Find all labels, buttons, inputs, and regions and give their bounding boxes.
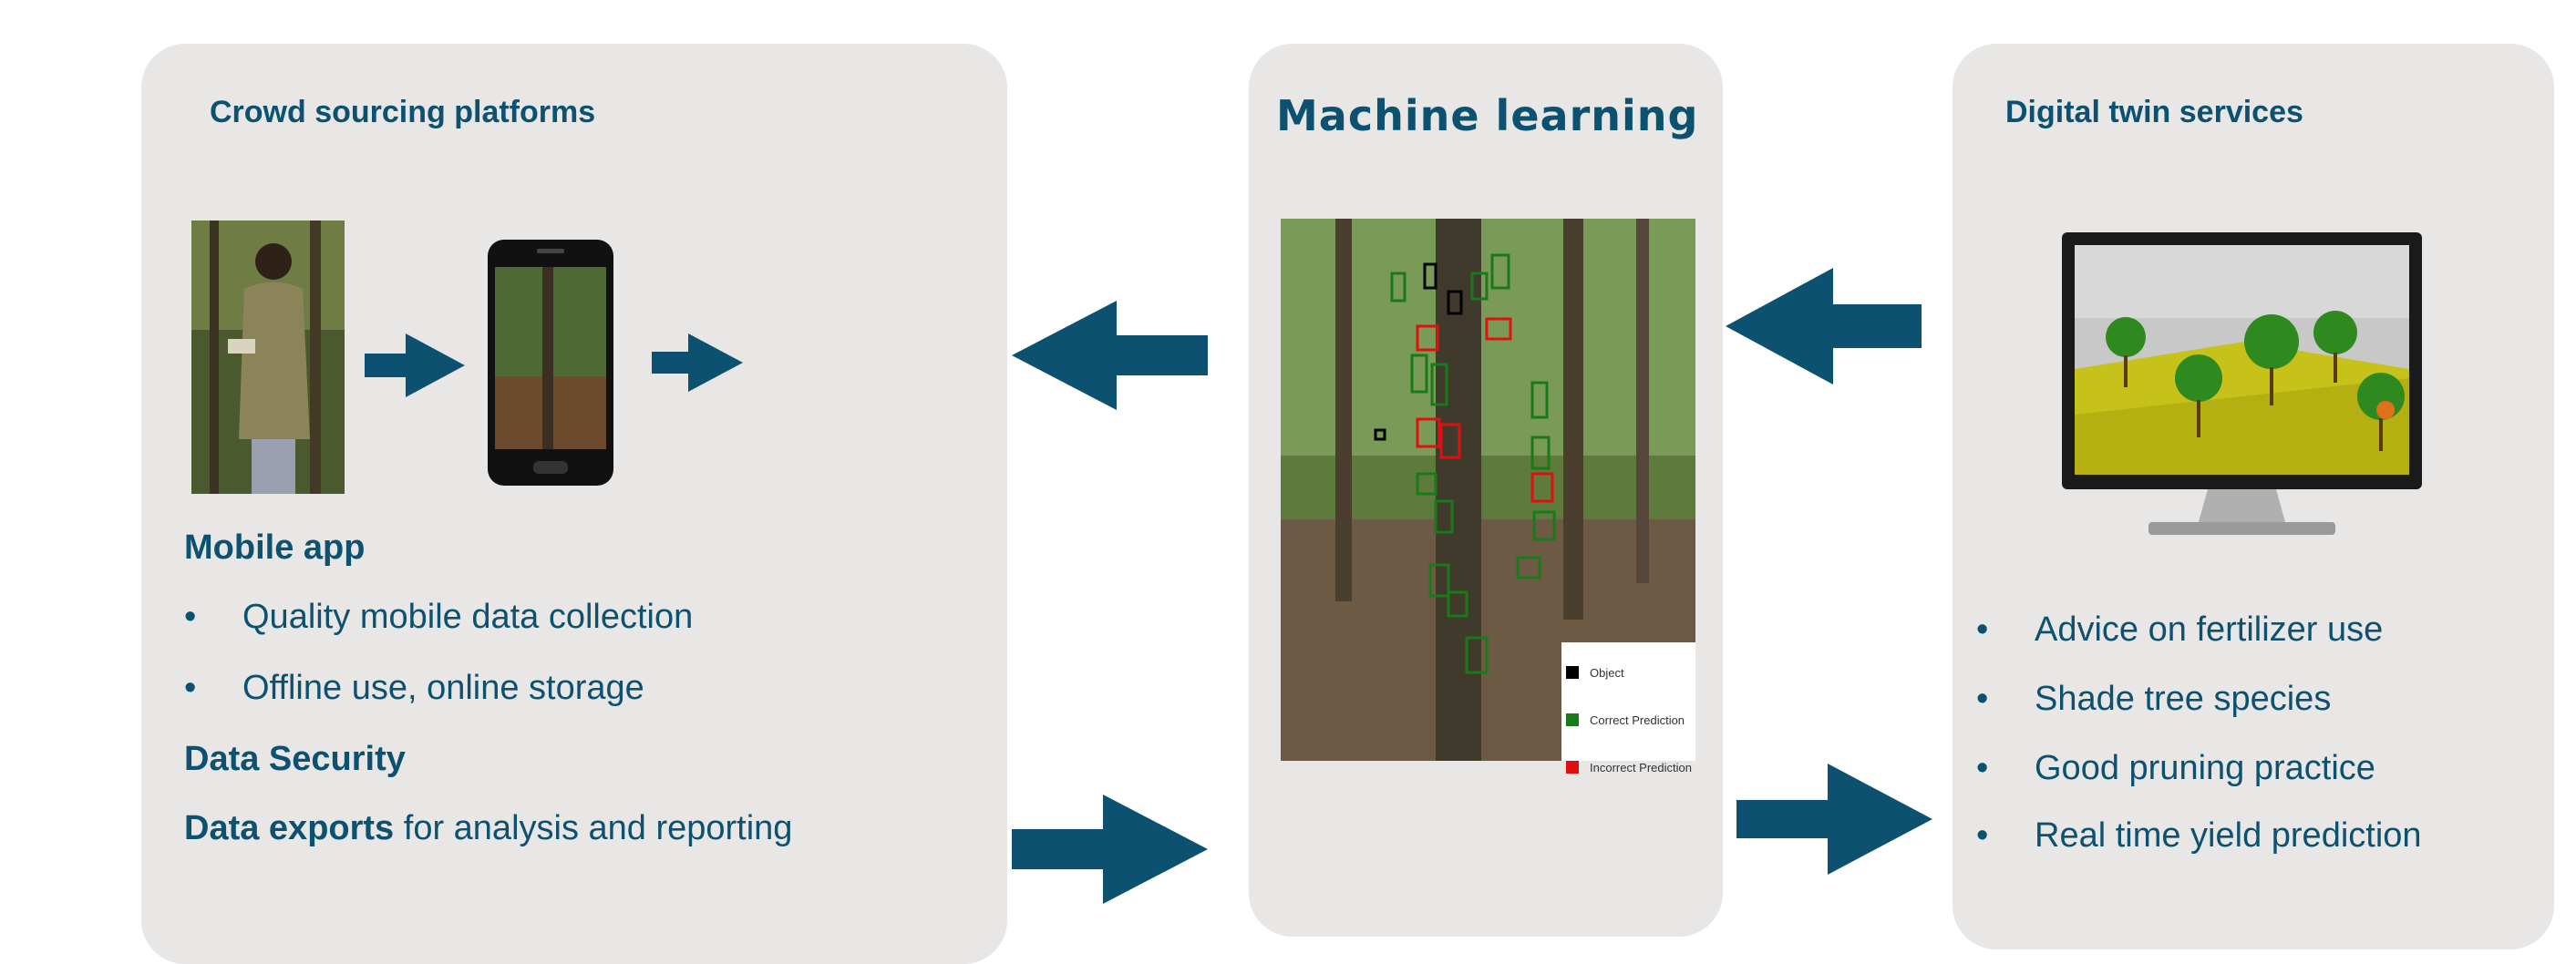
farmer-photo [191,220,345,494]
legend-item-correct: Correct Prediction [1566,696,1692,744]
legend-swatch-correct [1566,713,1579,726]
arrow-right-icon-2 [652,333,743,396]
smartphone-icon [488,240,613,486]
legend-swatch-object [1566,666,1579,679]
arrow-right-icon [365,333,465,402]
legend-swatch-incorrect [1566,761,1579,774]
twin-bullet-2: •Shade tree species [1976,680,2332,718]
legend-label-incorrect: Incorrect Prediction [1590,760,1692,774]
detection-image [1281,219,1695,761]
twin-bullet-4: •Real time yield prediction [1976,816,2422,855]
legend-label-object: Object [1590,665,1624,680]
arrow-left-icon [1012,301,1208,415]
legend-item-incorrect: Incorrect Prediction [1566,744,1692,791]
twin-bullet-3: •Good pruning practice [1976,749,2375,787]
arrow-right-icon-4 [1736,764,1932,879]
twin-bullet-1: •Advice on fertilizer use [1976,610,2384,649]
crowd-bullet-2: •Offline use, online storage [184,669,644,707]
data-security-heading: Data Security [184,740,406,778]
crowd-sourcing-panel [141,44,1007,964]
legend-label-correct: Correct Prediction [1590,713,1685,727]
crowd-sourcing-title: Crowd sourcing platforms [210,95,596,129]
machine-learning-title: Machine learning [1276,91,1699,140]
detection-legend: Object Correct Prediction Incorrect Pred… [1566,649,1692,791]
digital-twin-monitor [2062,232,2422,547]
digital-twin-title: Digital twin services [2005,95,2303,129]
legend-item-object: Object [1566,649,1692,696]
data-exports-line: Data exports for analysis and reporting [184,809,793,847]
arrow-right-icon-3 [1012,795,1208,908]
arrow-left-icon-2 [1726,268,1922,389]
mobile-app-heading: Mobile app [184,528,366,567]
crowd-bullet-1: •Quality mobile data collection [184,598,694,636]
